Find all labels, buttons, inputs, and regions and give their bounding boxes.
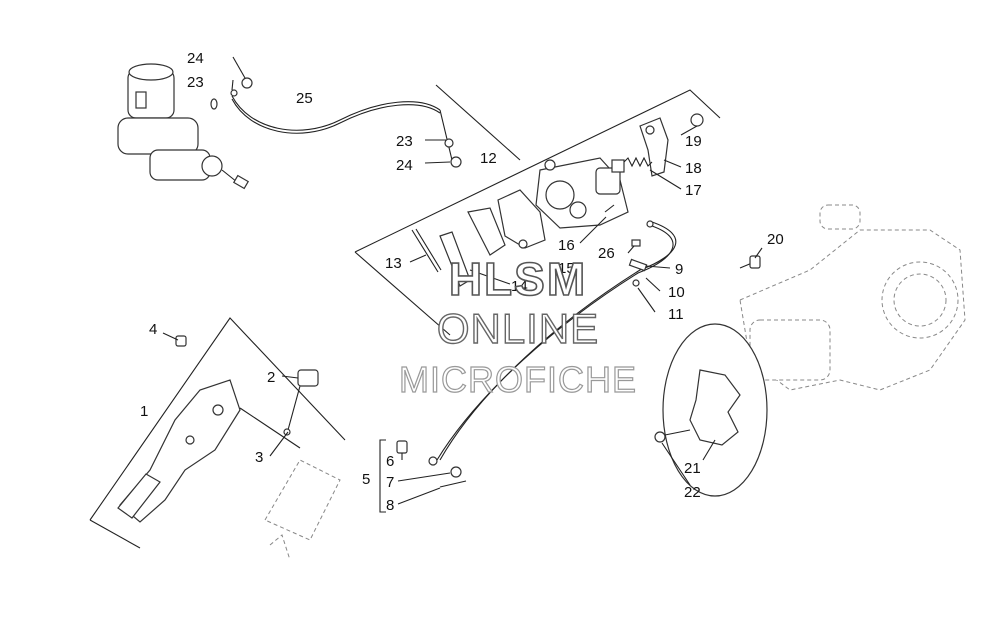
callout-1: 1 xyxy=(140,403,148,420)
callout-5: 5 xyxy=(362,471,370,488)
callout-26: 26 xyxy=(598,245,615,262)
brake-disc xyxy=(654,323,768,497)
watermark-line-3: MICROFICHE xyxy=(399,359,637,400)
assembly-frame-master-cylinder xyxy=(435,84,521,161)
callout-15: 15 xyxy=(558,260,575,277)
brake-cable xyxy=(428,204,677,466)
assembly-frame-lever xyxy=(89,317,346,549)
callout-19: 19 xyxy=(685,133,702,150)
brake-hose xyxy=(210,77,462,168)
callout-22: 22 xyxy=(684,484,701,501)
callout-10: 10 xyxy=(668,284,685,301)
bracket-5 xyxy=(379,439,386,513)
callout-13: 13 xyxy=(385,255,402,272)
callout-6: 6 xyxy=(386,453,394,470)
switch-2 xyxy=(283,369,319,436)
linkage-3 xyxy=(239,407,301,449)
callout-24: 24 xyxy=(396,157,413,174)
parking-brake-lever xyxy=(117,379,241,523)
fasteners-6-7-8 xyxy=(396,440,467,488)
spring-17 xyxy=(623,156,653,168)
master-cylinder xyxy=(117,63,250,190)
callout-20: 20 xyxy=(767,231,784,248)
pin-13 xyxy=(411,228,442,273)
brake-pads xyxy=(439,207,506,287)
callout-23: 23 xyxy=(187,74,204,91)
callout-16: 16 xyxy=(558,237,575,254)
leader-lines xyxy=(162,56,763,505)
callout-24: 24 xyxy=(187,50,204,67)
callout-21: 21 xyxy=(684,460,701,477)
caliper-bracket xyxy=(497,189,546,249)
callout-9: 9 xyxy=(675,261,683,278)
nut-19 xyxy=(690,113,704,127)
assembly-frame-caliper xyxy=(354,89,721,336)
callout-25: 25 xyxy=(296,90,313,107)
callout-2: 2 xyxy=(267,369,275,386)
drive-housing xyxy=(739,204,966,391)
watermark-line-1: HLSM xyxy=(449,253,587,305)
bolt-4 xyxy=(175,335,187,347)
callout-14: 14 xyxy=(511,278,528,295)
callout-7: 7 xyxy=(386,474,394,491)
lever-arm-18 xyxy=(639,117,669,177)
callout-23: 23 xyxy=(396,133,413,150)
callout-12: 12 xyxy=(480,150,497,167)
callout-3: 3 xyxy=(255,449,263,466)
bolt-20 xyxy=(739,255,761,269)
brake-caliper xyxy=(535,157,629,229)
callout-17: 17 xyxy=(685,182,702,199)
callout-8: 8 xyxy=(386,497,394,514)
callout-labels: 24 23 25 23 24 12 19 18 17 13 14 16 15 2… xyxy=(140,50,784,514)
watermark: HLSM ONLINE MICROFICHE xyxy=(398,252,637,400)
frame-section xyxy=(264,459,341,561)
callout-18: 18 xyxy=(685,160,702,177)
callout-11: 11 xyxy=(668,306,684,323)
watermark-line-2: ONLINE xyxy=(437,305,599,352)
callout-4: 4 xyxy=(149,321,157,338)
